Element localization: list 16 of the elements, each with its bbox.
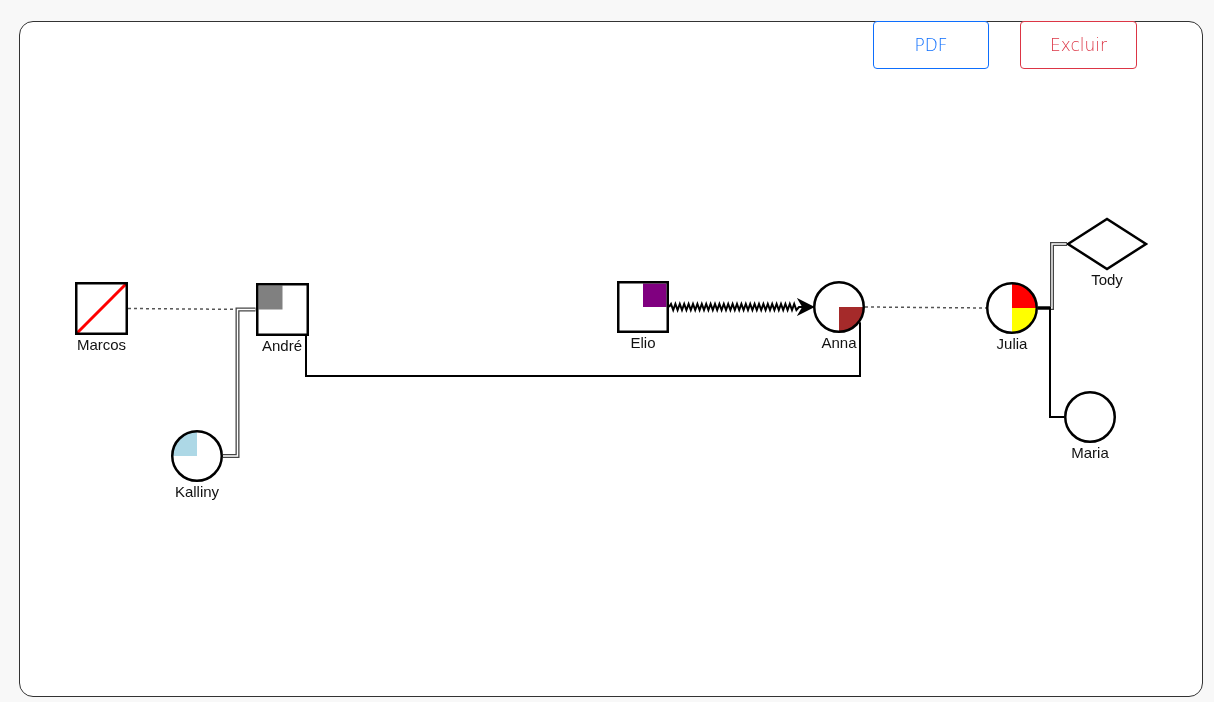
person-name: Kalliny: [174, 483, 220, 500]
double-line: [223, 307, 256, 458]
person-name: Anna: [821, 334, 857, 351]
person-name: Tody: [1091, 271, 1123, 288]
person-name: Julia: [996, 335, 1028, 352]
zigzag-arrow: [668, 298, 815, 316]
dashed-line: [864, 306, 987, 309]
connector-line: [1037, 307, 1065, 418]
person-name: Marcos: [76, 336, 127, 353]
person-name: Elio: [630, 334, 656, 351]
connector-line: [305, 321, 861, 377]
double-line: [1038, 242, 1067, 310]
delete-button: Excluir: [1020, 21, 1137, 69]
person-name: Maria: [1071, 444, 1109, 461]
person-name: André: [262, 337, 302, 354]
pdf-button: PDF: [873, 21, 989, 69]
